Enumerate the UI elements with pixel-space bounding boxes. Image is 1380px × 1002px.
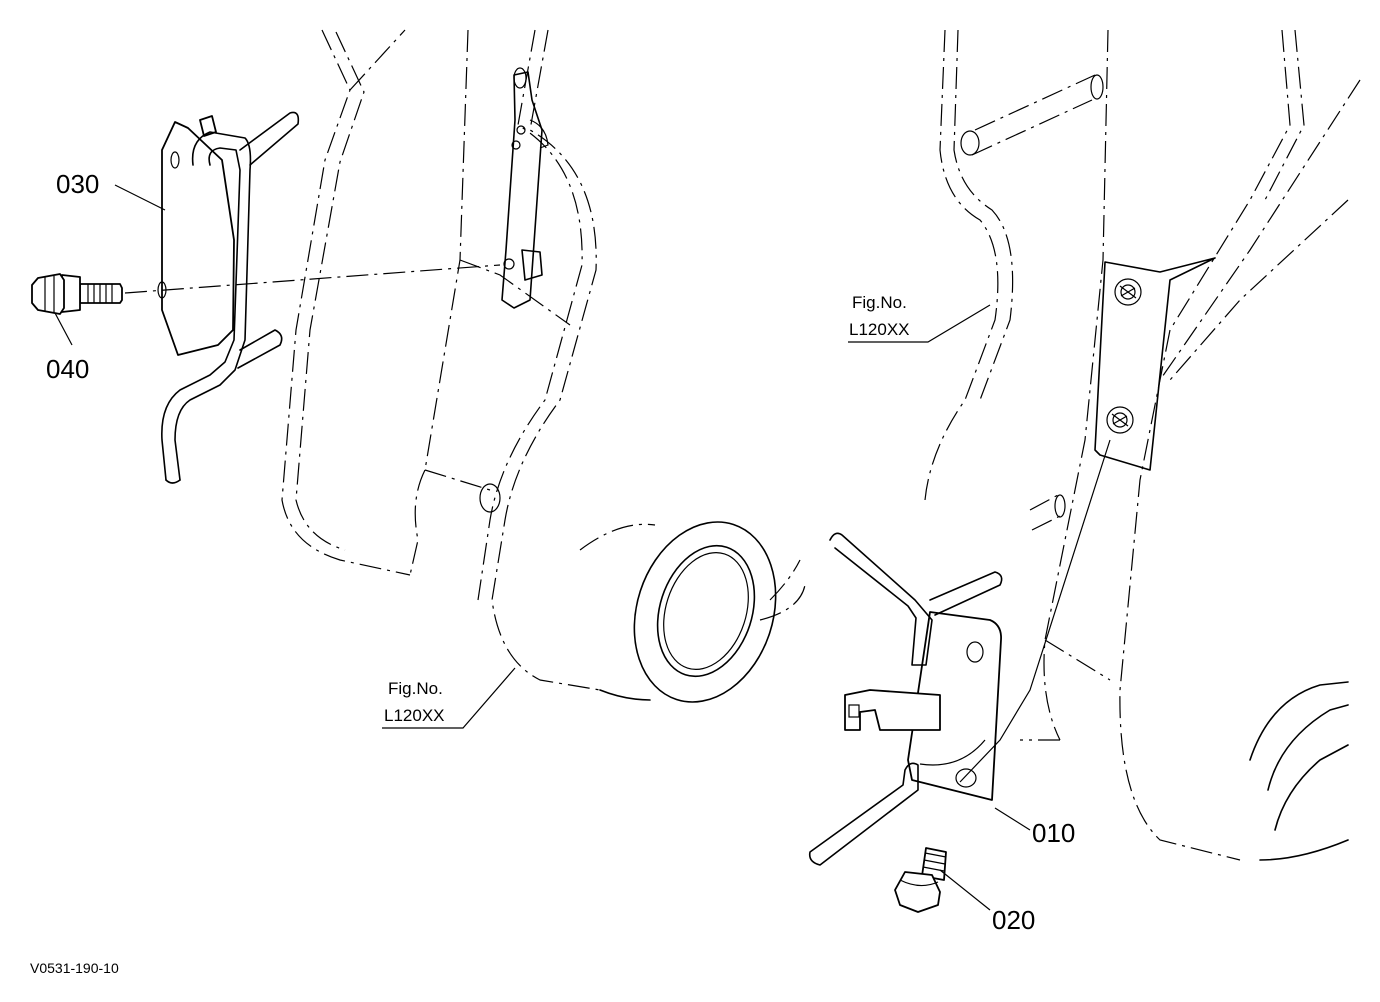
bracket-010 bbox=[808, 439, 1111, 866]
fig-ref-left-label: Fig.No. bbox=[388, 679, 443, 698]
leader-010 bbox=[994, 807, 1031, 831]
fig-ref-right-code: L120XX bbox=[849, 320, 910, 339]
fig-ref-left-code: L120XX bbox=[384, 706, 445, 725]
callout-020: 020 bbox=[992, 905, 1035, 935]
callout-030: 030 bbox=[56, 169, 99, 199]
leader-040 bbox=[54, 312, 73, 346]
bolt-040 bbox=[31, 273, 123, 315]
leader-fig-left bbox=[382, 667, 516, 729]
leader-020 bbox=[939, 869, 991, 911]
leader-fig-right bbox=[848, 304, 991, 343]
bracket-030 bbox=[157, 111, 300, 484]
right-frame-phantom bbox=[924, 29, 1361, 861]
left-frame-phantom bbox=[281, 29, 806, 703]
fig-ref-right-label: Fig.No. bbox=[852, 293, 907, 312]
bolt-040-centerline bbox=[124, 264, 501, 294]
drawing-code: V0531-190-10 bbox=[30, 960, 119, 976]
callout-040: 040 bbox=[46, 354, 89, 384]
leader-030 bbox=[114, 184, 166, 211]
bolt-020 bbox=[894, 847, 947, 913]
callout-010: 010 bbox=[1032, 818, 1075, 848]
